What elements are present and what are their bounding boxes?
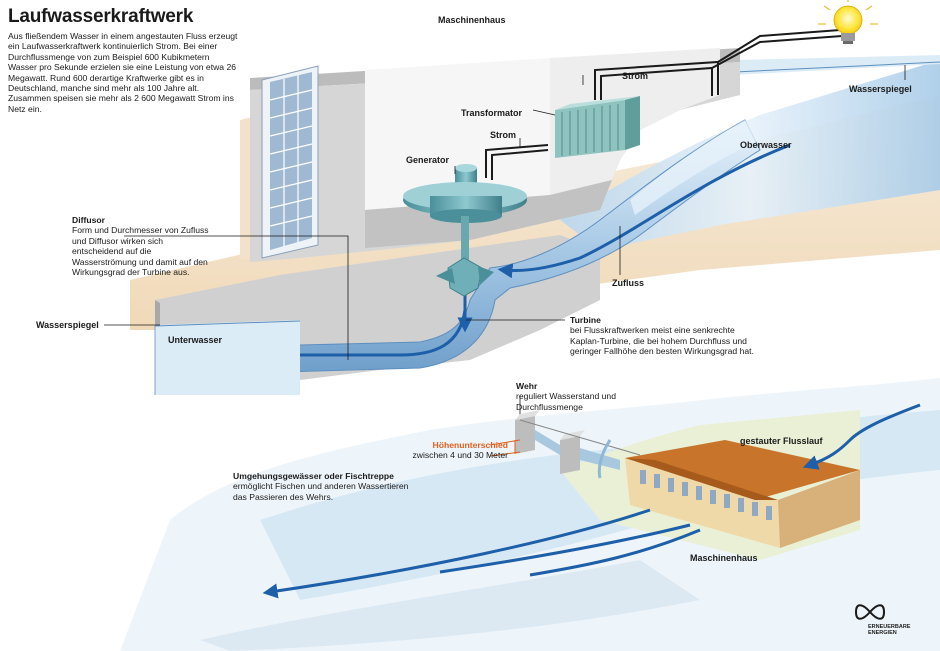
label-unterwasser: Unterwasser	[168, 335, 223, 345]
weir	[515, 410, 641, 474]
wehr-block: Wehr reguliert Wasserstand und Durchflus…	[516, 381, 616, 412]
logo-line-1: ERNEUERBARE	[868, 624, 911, 630]
diffusor-text: Form und Durchmesser von Zufluss und Dif…	[72, 225, 209, 278]
label-wasserspiegel-left: Wasserspiegel	[36, 320, 99, 330]
hoehe-heading: Höhenunterschied	[432, 440, 508, 450]
turbine-runner	[436, 257, 494, 297]
pointer-lines	[104, 65, 906, 418]
hoehe-text: zwischen 4 und 30 Meter	[412, 450, 508, 461]
label-gestauter-flusslauf: gestauter Flusslauf	[740, 436, 823, 446]
logo-wordmark: ERNEUERBARE ENERGIEN	[868, 624, 918, 636]
turbine-block: Turbine bei Flusskraftwerken meist eine …	[570, 315, 760, 357]
height-difference-marker	[489, 439, 521, 457]
transformer	[555, 96, 640, 158]
label-maschinenhaus-bottom: Maschinenhaus	[690, 553, 758, 563]
label-strom-top: Strom	[622, 71, 649, 81]
intro-text: Aus fließendem Wasser in einem angestaut…	[8, 31, 238, 114]
label-strom-mid: Strom	[490, 130, 517, 140]
wehr-text: reguliert Wasserstand und Durchflussmeng…	[516, 391, 616, 412]
label-wasserspiegel-right: Wasserspiegel	[849, 84, 912, 94]
window-grid	[261, 65, 319, 259]
fish-ladder	[597, 439, 612, 479]
infinity-logo-icon	[854, 604, 886, 620]
label-transformator: Transformator	[461, 108, 523, 118]
fischtreppe-text: ermöglicht Fischen und anderen Wassertie…	[233, 481, 409, 502]
hoehe-block: Höhenunterschied zwischen 4 und 30 Meter	[398, 440, 508, 461]
fischtreppe-block: Umgehungsgewässer oder Fischtreppe ermög…	[233, 471, 413, 502]
flow-arrows	[282, 143, 791, 363]
label-zufluss: Zufluss	[612, 278, 645, 288]
page-title: Laufwasserkraftwerk	[8, 6, 194, 27]
label-oberwasser: Oberwasser	[740, 140, 792, 150]
turbine-heading: Turbine	[570, 315, 601, 325]
label-maschinenhaus-top: Maschinenhaus	[438, 15, 506, 25]
wehr-heading: Wehr	[516, 381, 538, 391]
label-generator: Generator	[406, 155, 450, 165]
generator	[403, 164, 527, 264]
logo-line-2: ENERGIEN	[868, 630, 897, 636]
light-bulb-icon	[818, 0, 878, 44]
fischtreppe-heading: Umgehungsgewässer oder Fischtreppe	[233, 471, 394, 481]
turbine-text: bei Flusskraftwerken meist eine senkrech…	[570, 325, 754, 357]
diffusor-heading: Diffusor	[72, 215, 105, 225]
diffusor-block: Diffusor Form und Durchmesser von Zuflus…	[72, 215, 212, 277]
lower-powerhouse	[625, 440, 860, 548]
power-cables	[485, 29, 843, 180]
lower-flow-arrows	[262, 403, 921, 599]
lower-water	[154, 320, 301, 395]
